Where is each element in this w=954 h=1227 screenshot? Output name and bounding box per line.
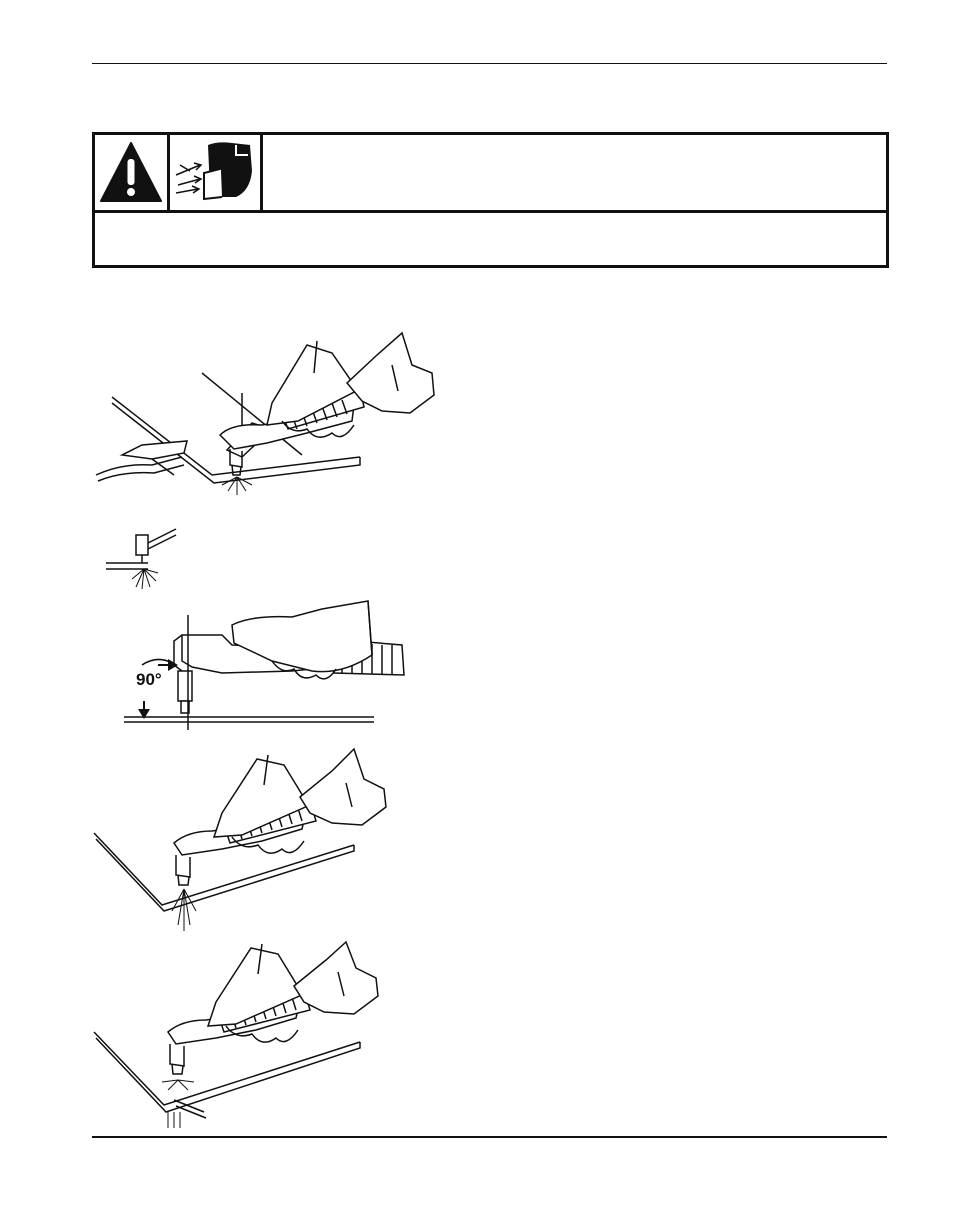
- warning-heading-cell: [263, 135, 886, 210]
- footer-rule: [92, 1136, 887, 1138]
- warning-triangle-icon: [100, 142, 162, 202]
- figure-torch-edge-detail: [106, 528, 177, 590]
- figure-completing-cut: [93, 940, 379, 1128]
- face-shield-icon-cell: [170, 135, 263, 210]
- figure-edge-start-cut: [95, 331, 435, 495]
- angle-label: 90°: [136, 670, 162, 689]
- header-rule: [92, 63, 887, 64]
- warning-header-row: [95, 135, 886, 213]
- warning-body-cell: [95, 213, 886, 265]
- warning-panel: [92, 132, 889, 268]
- warning-icon-cell: [95, 135, 170, 210]
- figure-torch-90-degree: [124, 600, 405, 730]
- face-shield-sparks-icon: [175, 142, 252, 201]
- figure-cutting-edge: [93, 747, 387, 931]
